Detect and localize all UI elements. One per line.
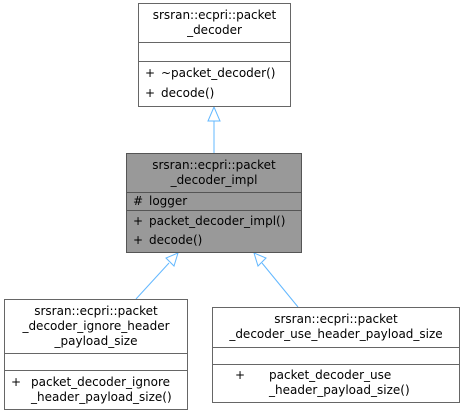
method-constructor-line: packet_decoder_ignore [31, 375, 171, 389]
member-visibility: + [11, 375, 22, 389]
class-box-use-header-payload-size[interactable]: srsran::ecpri::packet _decoder_use_heade… [212, 307, 460, 403]
class-title-line: _payload_size [54, 334, 138, 348]
method-constructor-line: _header_payload_size() [31, 390, 172, 404]
method-decode: decode() [149, 233, 203, 247]
class-title-line: _decoder_impl [170, 173, 258, 187]
class-box-packet-decoder-impl[interactable]: srsran::ecpri::packet _decoder_impl # lo… [126, 153, 302, 253]
class-title: srsran::ecpri::packet _decoder [139, 4, 290, 42]
member-visibility: + [235, 368, 246, 382]
class-title-line: _decoder [187, 23, 242, 37]
class-title-line: _decoder_use_header_payload_size [229, 327, 443, 341]
methods-section: + ~packet_decoder() + decode() [139, 61, 290, 106]
edge-ignore-to-impl [135, 262, 170, 300]
arrowhead-base [207, 105, 221, 122]
member-visibility: # [133, 194, 144, 208]
class-title-line: srsran::ecpri::packet [274, 312, 398, 326]
class-title-line: _decoder_ignore_header [22, 319, 170, 333]
method-decode: decode() [161, 86, 215, 100]
arrowhead-impl-left [165, 252, 179, 267]
methods-section: + packet_decoder_ignore _header_payload_… [5, 370, 187, 409]
method-constructor-line: packet_decoder_use [269, 368, 392, 382]
method-destructor: ~packet_decoder() [161, 66, 276, 80]
attributes-section: # logger [127, 192, 301, 210]
arrowhead-impl-right [253, 252, 267, 267]
member-visibility: + [133, 214, 144, 228]
method-constructor-line: _header_payload_size() [269, 383, 410, 397]
member-visibility: + [133, 233, 144, 247]
class-title-line: srsran::ecpri::packet [152, 158, 276, 172]
class-title-line: srsran::ecpri::packet [152, 8, 277, 22]
attributes-section [139, 42, 290, 61]
class-box-packet-decoder[interactable]: srsran::ecpri::packet _decoder + ~packet… [138, 3, 291, 107]
class-title: srsran::ecpri::packet _decoder_ignore_he… [5, 300, 187, 353]
methods-section: + packet_decoder_impl() + decode() [127, 210, 301, 252]
class-box-ignore-header-payload-size[interactable]: srsran::ecpri::packet _decoder_ignore_he… [4, 299, 188, 410]
member-visibility: + [145, 66, 156, 80]
class-title: srsran::ecpri::packet _decoder_impl [127, 154, 301, 192]
method-constructor: packet_decoder_impl() [149, 214, 286, 228]
methods-section: + packet_decoder_use _header_payload_siz… [213, 364, 459, 402]
attributes-section [213, 347, 459, 364]
member-visibility: + [145, 86, 156, 100]
edge-use-to-impl [261, 262, 299, 308]
attributes-section [5, 353, 187, 370]
class-title: srsran::ecpri::packet _decoder_use_heade… [213, 308, 459, 347]
class-title-line: srsran::ecpri::packet [34, 304, 158, 318]
attribute-logger: logger [149, 194, 188, 208]
